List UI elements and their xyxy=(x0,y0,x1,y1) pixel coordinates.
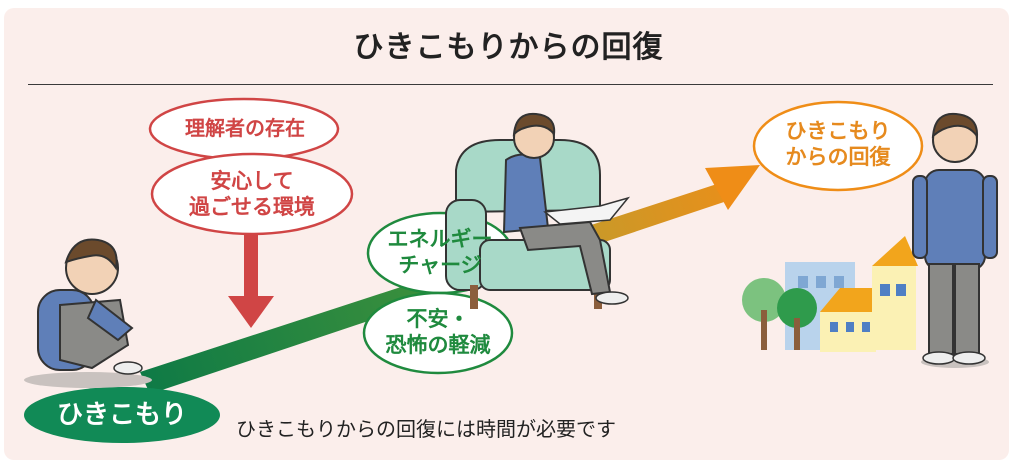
support-down-arrow xyxy=(228,232,274,328)
recovery-text: ひきこもり からの回復 xyxy=(754,118,922,171)
anxiety-line-2: 恐怖の軽減 xyxy=(385,333,491,358)
anxiety-text: 不安・ 恐怖の軽減 xyxy=(364,306,512,359)
town-scenery xyxy=(742,236,918,352)
anxiety-line-1: 不安・ xyxy=(406,307,470,331)
energy-line-1: エネルギー xyxy=(387,227,493,251)
withdrawn-person-figure xyxy=(24,238,152,388)
resting-person-figure xyxy=(445,112,631,309)
energy-line-2: チャージ xyxy=(398,253,482,278)
understanding-line: 理解者の存在 xyxy=(185,116,305,140)
recovery-bubble xyxy=(752,100,924,192)
safe-environment-bubble xyxy=(150,152,354,236)
start-label: ひきこもり xyxy=(56,400,187,430)
anxiety-bubble xyxy=(362,291,514,375)
start-oval xyxy=(24,387,220,443)
title-divider xyxy=(28,84,993,85)
page-title: ひきこもりからの回復 xyxy=(353,30,664,65)
recovery-line-2: からの回復 xyxy=(785,145,891,170)
safe-environment-text: 安心して 過ごせる環境 xyxy=(152,168,352,221)
recovered-person-figure xyxy=(912,112,998,368)
safe-env-line-2: 過ごせる環境 xyxy=(189,195,315,220)
safe-env-line-1: 安心して xyxy=(210,169,294,193)
caption: ひきこもりからの回復には時間が必要です xyxy=(236,417,616,441)
energy-text: エネルギー チャージ xyxy=(366,226,514,279)
understanding-text: 理解者の存在 xyxy=(150,116,340,141)
recovery-line-1: ひきこもり xyxy=(785,119,891,143)
